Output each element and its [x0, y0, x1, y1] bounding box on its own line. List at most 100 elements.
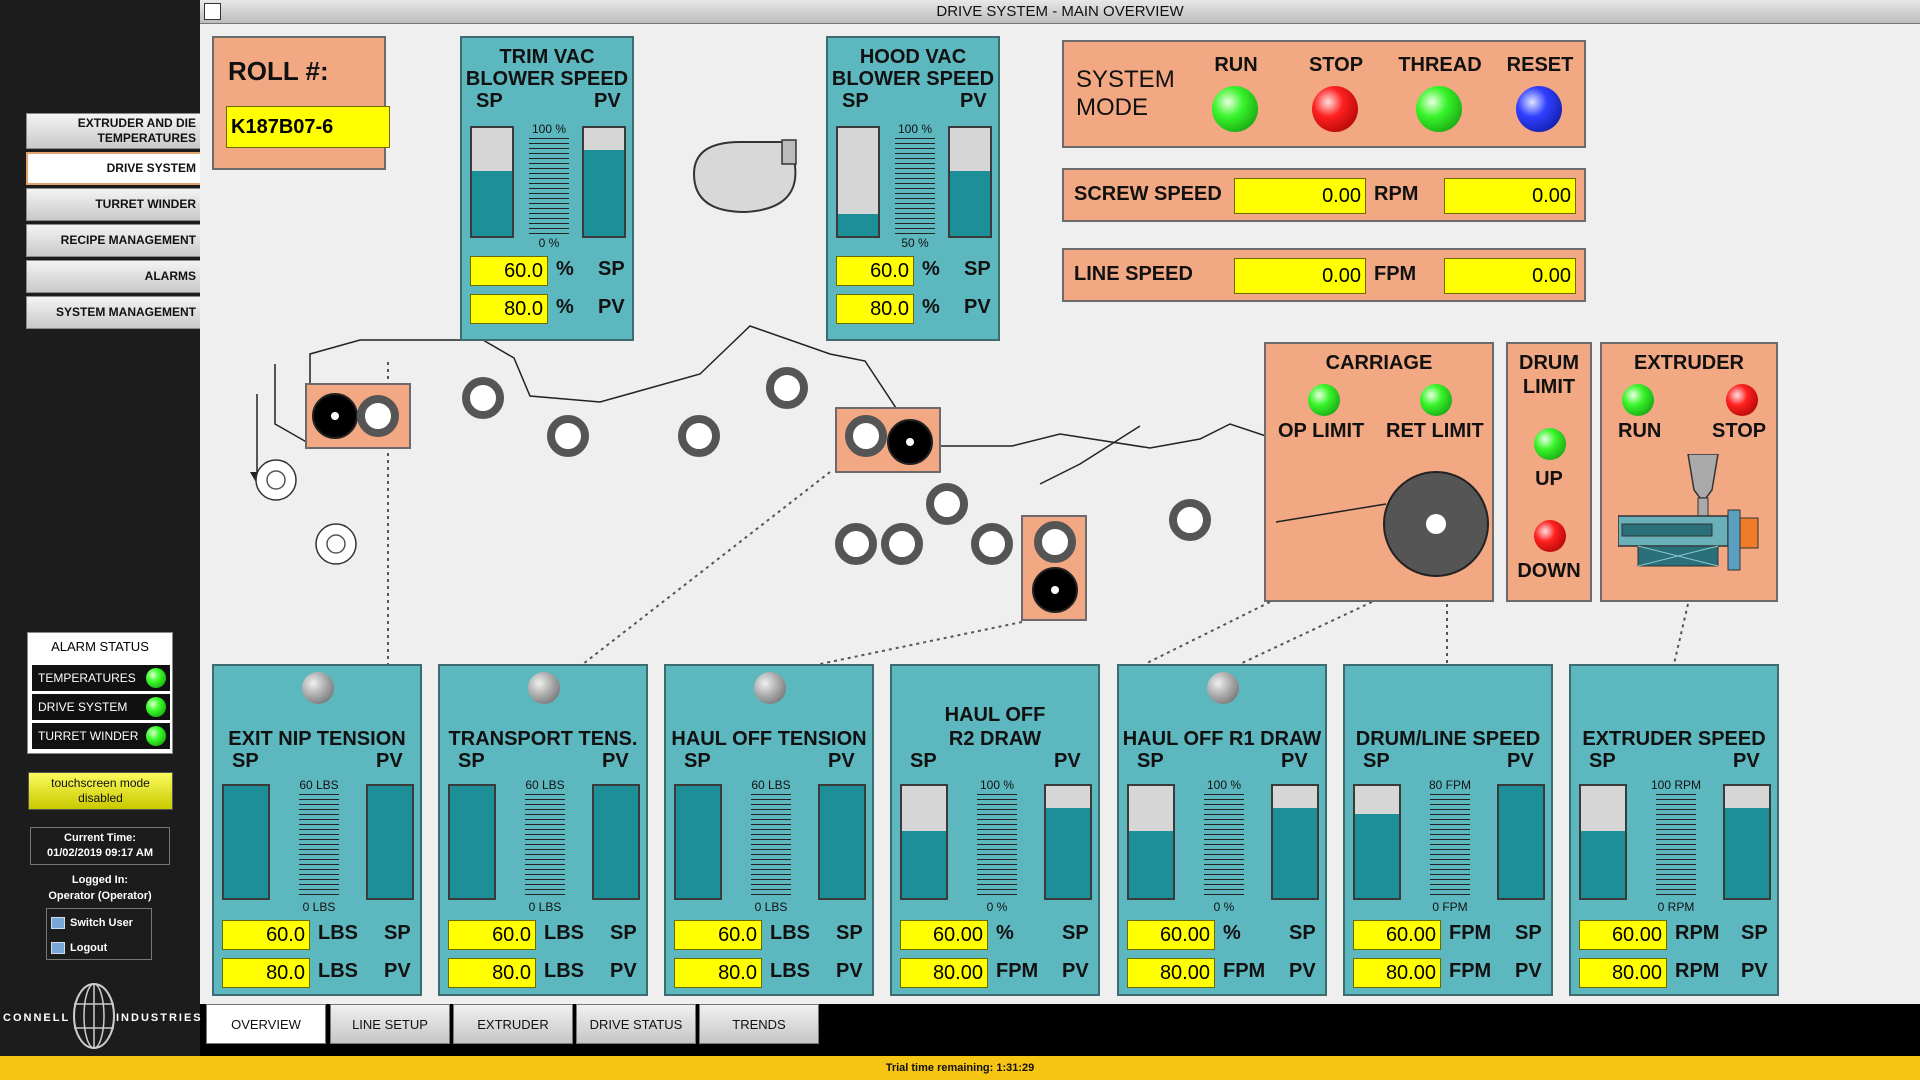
logo-text-right: INDUSTRIES: [116, 1012, 203, 1024]
drive-panel-1: EXIT NIP TENSION SP PV 60 LBS 0 LBS 60.0…: [212, 664, 422, 996]
pv-bar: [1723, 784, 1771, 900]
line-speed-unit: FPM: [1374, 263, 1417, 285]
drum-down-led: [1534, 520, 1566, 552]
panel-title: HAUL OFF R1 DRAW: [1122, 728, 1322, 750]
status-led-icon: [754, 672, 786, 704]
tab-line-setup[interactable]: LINE SETUP: [330, 1004, 450, 1044]
sp-label: SP: [232, 750, 259, 772]
screw-speed-setpoint[interactable]: 0.00: [1444, 178, 1576, 214]
carriage-title: CARRIAGE: [1325, 352, 1433, 374]
process-diagram: [250, 139, 1689, 665]
stop-button[interactable]: [1312, 86, 1358, 132]
tab-drive-status[interactable]: DRIVE STATUS: [576, 1004, 696, 1044]
status-led-icon: [146, 697, 166, 717]
switch-user-label: Switch User: [70, 917, 133, 929]
extruder-run-led: [1622, 384, 1654, 416]
sp-value-field[interactable]: 60.0: [222, 920, 310, 950]
trim-vac-sp-field[interactable]: 60.0: [470, 256, 548, 286]
extruder-stop-label: STOP: [1712, 420, 1767, 442]
sidebar: EXTRUDER AND DIE TEMPERATURES DRIVE SYST…: [0, 0, 203, 1056]
user-actions: Switch User Logout: [46, 908, 152, 960]
sp-label: SP: [610, 922, 637, 944]
panel-title: TRANSPORT TENS.: [448, 728, 638, 750]
scale-top-label: 100 %: [897, 122, 933, 136]
system-mode-panel: SYSTEM MODE RUN STOP THREAD RESET: [1062, 40, 1586, 148]
nav-extruder-temperatures[interactable]: EXTRUDER AND DIE TEMPERATURES: [26, 113, 200, 149]
pv-value-field: 80.00: [900, 958, 988, 988]
scale-bottom-label: 0 LBS: [528, 900, 562, 914]
nav-turret-winder[interactable]: TURRET WINDER: [26, 188, 200, 221]
sp-value-field[interactable]: 60.0: [674, 920, 762, 950]
extruder-run-label: RUN: [1618, 420, 1662, 442]
sp-bar: [900, 784, 948, 900]
sp-label: SP: [1363, 750, 1390, 772]
roll-number-label: ROLL #:: [228, 56, 329, 86]
pv-label: PV: [598, 296, 625, 318]
roll-number-field[interactable]: K187B07-6: [226, 106, 390, 148]
pv-label: PV: [594, 90, 621, 112]
sp-unit-label: LBS: [544, 922, 584, 944]
unit-label: %: [922, 258, 940, 280]
trim-vac-pv-bar: [582, 126, 626, 238]
pv-unit-label: LBS: [770, 960, 810, 982]
sp-value-field[interactable]: 60.0: [448, 920, 536, 950]
sp-bar: [222, 784, 270, 900]
sp-label: SP: [384, 922, 411, 944]
globe-logo-icon: [73, 983, 115, 1049]
scale-top-label: 60 LBS: [751, 778, 791, 792]
sp-unit-label: FPM: [1449, 922, 1492, 944]
drum-down-label: DOWN: [1517, 560, 1581, 582]
nav-alarms[interactable]: ALARMS: [26, 260, 200, 293]
scale-bottom-label: 0 FPM: [1432, 900, 1468, 914]
logged-in-user: Operator (Operator): [48, 890, 152, 902]
run-button[interactable]: [1212, 86, 1258, 132]
sp-bar: [448, 784, 496, 900]
window-menu-box[interactable]: [204, 3, 221, 20]
pv-label: PV: [1062, 960, 1089, 982]
sp-bar: [674, 784, 722, 900]
extruder-machine-icon: [1618, 454, 1759, 571]
current-time-box: Current Time: 01/02/2019 09:17 AM: [30, 827, 170, 865]
scale-bottom-label: 0 RPM: [1657, 900, 1695, 914]
nav-recipe-management[interactable]: RECIPE MANAGEMENT: [26, 224, 200, 257]
reset-button[interactable]: [1516, 86, 1562, 132]
line-speed-setpoint[interactable]: 0.00: [1444, 258, 1576, 294]
touchscreen-mode-button[interactable]: touchscreen mode disabled: [28, 772, 173, 810]
sp-unit-label: %: [1223, 922, 1241, 944]
pv-unit-label: LBS: [544, 960, 584, 982]
pv-unit-label: FPM: [996, 960, 1039, 982]
hood-vac-sp-field[interactable]: 60.0: [836, 256, 914, 286]
sp-value-field[interactable]: 60.00: [1353, 920, 1441, 950]
panel-title: R2 DRAW: [948, 728, 1042, 750]
nav-system-management[interactable]: SYSTEM MANAGEMENT: [26, 296, 200, 329]
alarm-status-title: ALARM STATUS: [51, 638, 149, 654]
sp-value-field[interactable]: 60.00: [900, 920, 988, 950]
thread-button[interactable]: [1416, 86, 1462, 132]
scale-top-label: 60 LBS: [299, 778, 339, 792]
switch-user-button[interactable]: Switch User: [47, 912, 151, 934]
sp-value-field[interactable]: 60.00: [1579, 920, 1667, 950]
panel-title: HAUL OFF TENSION: [671, 728, 867, 750]
extruder-panel: EXTRUDER RUN STOP: [1600, 342, 1778, 602]
sp-label: SP: [1515, 922, 1542, 944]
pv-value-field: 80.00: [1127, 958, 1215, 988]
tab-overview[interactable]: OVERVIEW: [206, 1004, 326, 1044]
alarm-row-temperatures[interactable]: TEMPERATURES: [32, 665, 170, 691]
trim-vac-panel: TRIM VAC BLOWER SPEED SP PV 100 % 0 % 60…: [460, 36, 634, 341]
pv-label: PV: [964, 296, 991, 318]
tab-extruder[interactable]: EXTRUDER: [453, 1004, 573, 1044]
drum-limit-title: DRUM: [1519, 352, 1579, 374]
sp-value-field[interactable]: 60.00: [1127, 920, 1215, 950]
touchscreen-line2: disabled: [78, 791, 123, 805]
logout-button[interactable]: Logout: [47, 937, 151, 959]
alarm-row-turret-winder[interactable]: TURRET WINDER: [32, 723, 170, 749]
extruder-title: EXTRUDER: [1633, 352, 1744, 374]
status-led-icon: [528, 672, 560, 704]
pv-value-field: 80.0: [222, 958, 310, 988]
ret-limit-label: RET LIMIT: [1386, 420, 1484, 442]
alarm-row-drive-system[interactable]: DRIVE SYSTEM: [32, 694, 170, 720]
nav-drive-system[interactable]: DRIVE SYSTEM: [26, 152, 200, 185]
carriage-panel: CARRIAGE OP LIMIT RET LIMIT: [1264, 342, 1494, 602]
tab-trends[interactable]: TRENDS: [699, 1004, 819, 1044]
